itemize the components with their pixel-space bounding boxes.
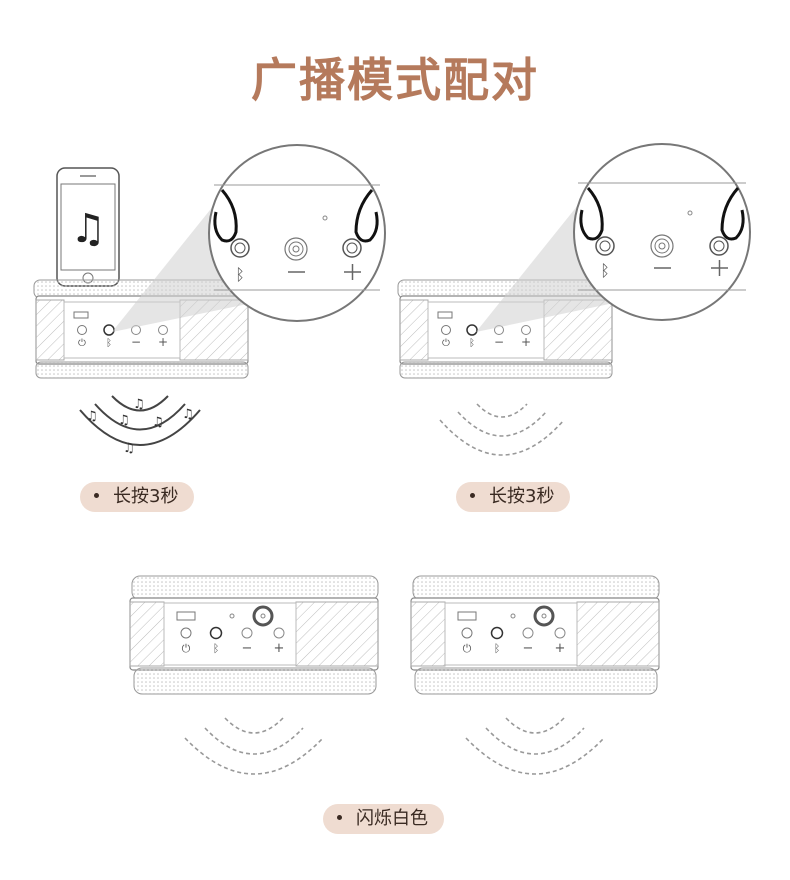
svg-text:♫: ♫ — [86, 409, 98, 424]
svg-text:−: − — [131, 335, 141, 349]
svg-text:+: + — [521, 335, 531, 349]
bluetooth-icon: ᛒ — [235, 265, 245, 284]
svg-text:ᛒ: ᛒ — [469, 338, 475, 349]
svg-text:⏻: ⏻ — [463, 642, 472, 655]
step-label-left: 长按3秒 — [80, 482, 195, 512]
svg-text:ᛒ: ᛒ — [600, 261, 610, 280]
svg-text:⏻: ⏻ — [442, 338, 450, 349]
power-icon: ⏻ — [182, 642, 191, 655]
page-title: 广播模式配对 — [251, 53, 539, 107]
svg-text:♫: ♫ — [182, 407, 194, 422]
blink-label: 闪烁白色 — [323, 804, 444, 834]
svg-text:+: + — [274, 641, 285, 656]
speaker-right-top: ⏻ ᛒ − + ᛒ — [397, 143, 751, 456]
blink-label-text: 闪烁白色 — [356, 808, 428, 829]
svg-text:♫: ♫ — [133, 397, 145, 412]
step-label-text: 长按3秒 — [489, 486, 555, 507]
svg-text:ᛒ: ᛒ — [213, 642, 220, 655]
finger-press-icon — [354, 189, 379, 243]
bullet-dot — [470, 492, 475, 498]
bullet-dot — [94, 492, 99, 498]
svg-text:+: + — [158, 335, 168, 349]
sound-wave-icon — [465, 717, 605, 775]
sound-wave-icon — [79, 395, 201, 446]
svg-text:−: − — [242, 641, 253, 656]
svg-text:−: − — [494, 335, 504, 349]
speaker-with-phone-left: ♫ ⏻ ᛒ − + ᛒ — [33, 144, 386, 456]
sound-wave-icon — [184, 717, 324, 775]
svg-text:ᛒ: ᛒ — [106, 338, 112, 349]
svg-text:+: + — [555, 641, 566, 656]
finger-press-icon — [213, 189, 238, 243]
speaker-bottom-right: ⏻ ᛒ − + — [410, 575, 660, 775]
plus-icon — [344, 264, 361, 280]
svg-text:−: − — [523, 641, 534, 656]
svg-text:⏻: ⏻ — [78, 338, 86, 349]
zoom-lens-right: ᛒ — [573, 143, 751, 321]
music-note-icon: ♫ — [70, 206, 106, 252]
step-label-text: 长按3秒 — [113, 486, 179, 507]
svg-text:♫: ♫ — [118, 413, 130, 428]
smartphone: ♫ — [56, 167, 120, 287]
svg-text:♫: ♫ — [152, 415, 164, 430]
step-label-right: 长按3秒 — [456, 482, 571, 512]
svg-text:♫: ♫ — [123, 441, 135, 456]
bullet-dot — [337, 814, 342, 820]
sound-wave-icon — [439, 403, 565, 456]
speaker-bottom-left: ⏻ ᛒ − + — [129, 575, 379, 775]
svg-text:ᛒ: ᛒ — [494, 642, 501, 655]
zoom-lens-left: ᛒ — [208, 144, 386, 322]
